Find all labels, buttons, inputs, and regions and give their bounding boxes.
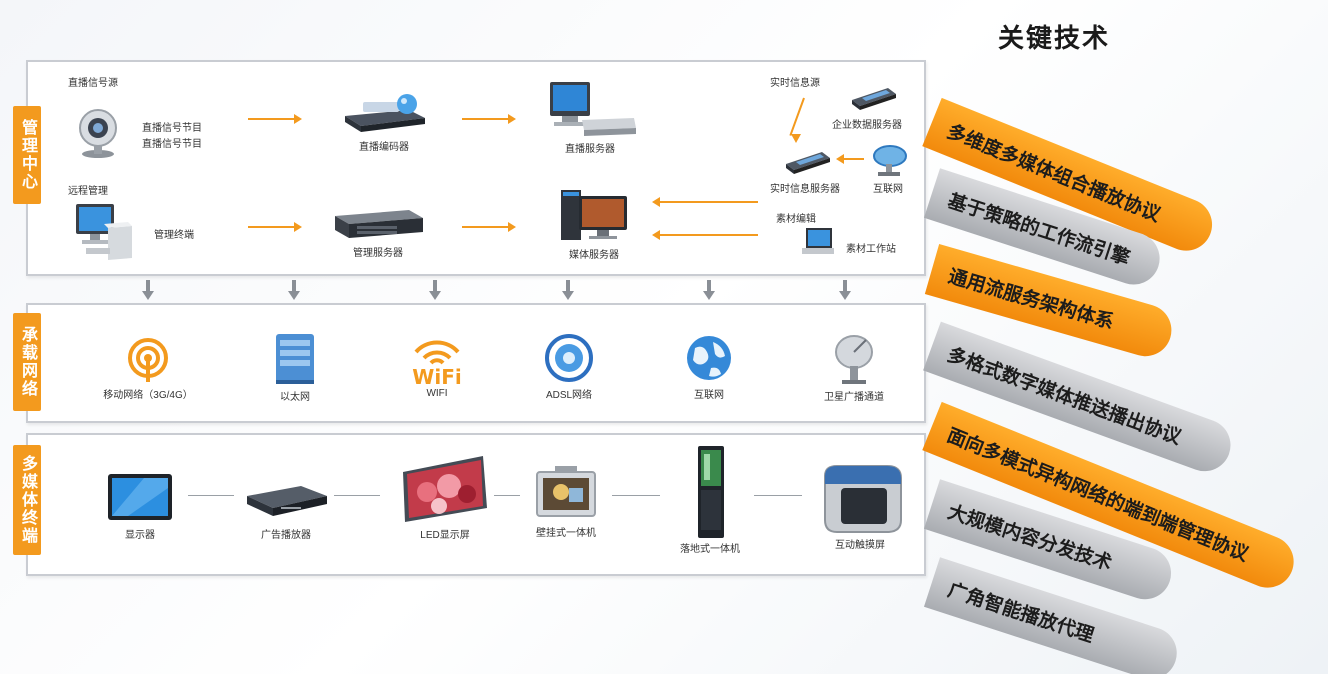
terminal-led-node: LED显示屏 — [398, 452, 492, 541]
camera-label-1: 直播信号节目 — [142, 123, 202, 134]
camera-label-2: 直播信号节目 — [142, 139, 202, 150]
page-title: 关键技术 — [998, 23, 1111, 53]
adsl-signal-icon — [545, 334, 593, 382]
mgmt-server-label: 管理服务器 — [353, 248, 403, 259]
material-station-label: 素材工作站 — [846, 244, 896, 255]
terminal-touch-node: 互动触摸屏 — [812, 462, 908, 551]
wifi-text: WiFi — [412, 365, 461, 388]
live-server-node: 直播服务器 — [540, 80, 640, 155]
terminal-display-node: 显示器 — [100, 466, 180, 541]
live-server-label: 直播服务器 — [565, 144, 615, 155]
flow-arrow — [248, 222, 302, 232]
network-mobile-node: 移动网络（3G/4G） — [88, 330, 208, 401]
flow-arrow — [836, 154, 864, 164]
monitor-icon — [802, 228, 834, 254]
antenna-signal-icon — [128, 338, 168, 382]
workstation-icon — [561, 190, 627, 240]
down-arrow — [429, 280, 441, 302]
network-label: 以太网 — [280, 392, 310, 403]
mgmt-server-node: 管理服务器 — [330, 202, 426, 259]
floor-kiosk-icon — [698, 446, 724, 538]
terminal-floor-stand-node: 落地式一体机 — [668, 444, 752, 555]
wifi-icon: WiFi — [412, 340, 462, 388]
satellite-dish-icon — [873, 145, 907, 176]
rack-server-icon — [335, 210, 423, 238]
flow-arrow — [652, 197, 758, 207]
internet-node — [866, 142, 910, 178]
live-source-label: 直播信号源 — [68, 78, 118, 89]
terminal-label: 壁挂式一体机 — [536, 528, 596, 539]
flow-arrow — [462, 222, 516, 232]
server-device-icon — [852, 88, 896, 110]
camera-node — [70, 104, 126, 160]
down-arrow — [142, 280, 154, 302]
enterprise-db-node — [848, 84, 898, 112]
network-adsl-node: ADSL网络 — [524, 330, 614, 401]
encoder-node: 直播编码器 — [336, 92, 432, 153]
encoder-label: 直播编码器 — [359, 142, 409, 153]
server-device-icon — [786, 152, 830, 174]
terminal-label: 显示器 — [125, 530, 155, 541]
connector-line — [754, 495, 802, 496]
network-ethernet-node: 以太网 — [250, 330, 340, 403]
down-arrow — [288, 280, 300, 302]
down-arrow — [839, 280, 851, 302]
media-server-label: 媒体服务器 — [569, 250, 619, 261]
connector-line — [334, 495, 380, 496]
network-satellite-node: 卫星广播通道 — [804, 330, 904, 403]
management-center-panel — [26, 60, 926, 276]
connector-line — [494, 495, 520, 496]
side-tag-network: 承载网络 — [13, 313, 41, 411]
realtime-source-label: 实时信息源 — [770, 78, 820, 89]
mgmt-terminal-label: 管理终端 — [154, 230, 194, 241]
touch-kiosk-icon — [824, 465, 902, 533]
desktop-computer-icon — [550, 82, 636, 136]
display-icon — [108, 474, 172, 520]
flow-arrow — [462, 114, 516, 124]
terminal-label: 互动触摸屏 — [835, 540, 885, 551]
flow-arrow — [248, 114, 302, 124]
network-label: 卫星广播通道 — [824, 392, 884, 403]
network-label: 互联网 — [694, 390, 724, 401]
down-arrow — [562, 280, 574, 302]
material-edit-label: 素材编辑 — [776, 214, 816, 225]
server-tower-icon — [276, 334, 314, 384]
connector-line — [188, 495, 234, 496]
terminal-label: 落地式一体机 — [680, 544, 740, 555]
globe-icon — [687, 336, 731, 380]
internet-label: 互联网 — [873, 184, 903, 195]
network-internet-node: 互联网 — [664, 330, 754, 401]
connector-line — [612, 495, 660, 496]
led-screen-icon — [403, 456, 487, 522]
remote-mgmt-label: 远程管理 — [68, 186, 108, 197]
enterprise-db-label: 企业数据服务器 — [832, 120, 902, 131]
terminal-wall-mount-node: 壁挂式一体机 — [524, 462, 608, 539]
network-wifi-node: WiFi WIFI — [392, 330, 482, 399]
terminal-ad-player-node: 广告播放器 — [238, 466, 334, 541]
network-label: ADSL网络 — [545, 390, 593, 401]
side-tag-terminal: 多媒体终端 — [13, 445, 41, 555]
side-tag-management: 管理中心 — [13, 106, 41, 204]
media-player-box-icon — [247, 486, 327, 516]
arrow-head — [791, 134, 801, 143]
realtime-server-label: 实时信息服务器 — [770, 184, 840, 195]
terminal-label: 广告播放器 — [261, 530, 311, 541]
flow-arrow — [652, 230, 758, 240]
material-station-node — [798, 226, 838, 258]
media-server-node: 媒体服务器 — [548, 186, 640, 261]
realtime-server-node — [782, 148, 832, 176]
network-label: 移动网络（3G/4G） — [103, 390, 193, 401]
network-label: WIFI — [426, 388, 448, 399]
terminal-label: LED显示屏 — [420, 530, 470, 541]
satellite-dish-icon — [835, 335, 873, 384]
down-arrow — [703, 280, 715, 302]
encoder-device-icon — [345, 94, 425, 132]
mgmt-terminal-node — [72, 200, 138, 262]
bearer-network-panel — [26, 303, 926, 423]
terminal-computer-icon — [76, 204, 132, 260]
webcam-icon — [79, 109, 117, 158]
wall-mount-kiosk-icon — [536, 466, 596, 517]
